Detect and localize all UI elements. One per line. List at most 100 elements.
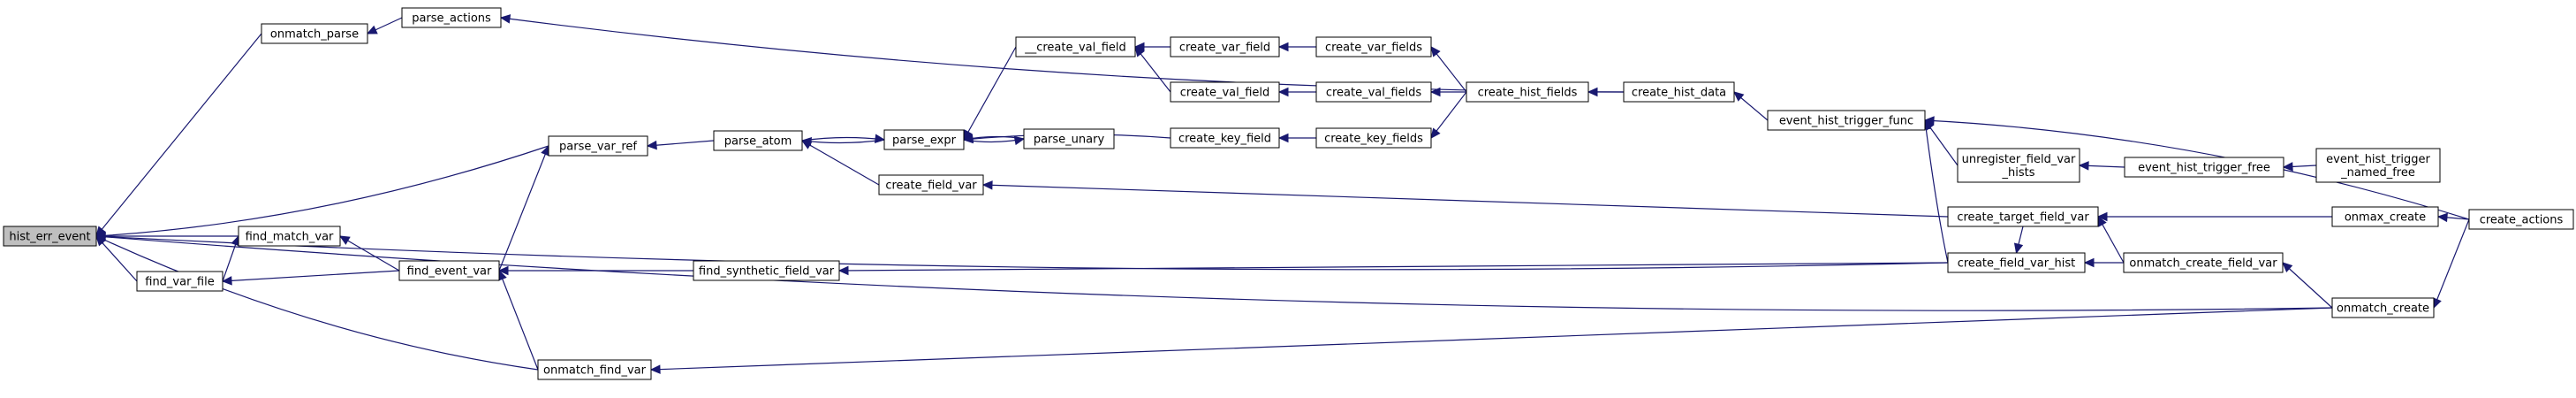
node-parse-var-ref[interactable]: parse_var_ref xyxy=(548,135,648,157)
node-label: parse_var_ref xyxy=(559,141,637,154)
node-label: find_match_var xyxy=(246,231,334,244)
node-event-hist-trigger-func[interactable]: event_hist_trigger_func xyxy=(1767,110,1926,131)
node-box xyxy=(1466,81,1589,103)
node-box xyxy=(693,260,840,281)
arrowhead xyxy=(2282,162,2293,172)
node-label: event_hist_trigger_free xyxy=(2138,162,2270,175)
arrowhead xyxy=(649,364,661,374)
arrowhead xyxy=(874,134,886,144)
node-parse-expr[interactable]: parse_expr xyxy=(883,129,965,150)
node-event-hist-trigger-free[interactable]: event_hist_trigger_free xyxy=(2124,157,2284,178)
arrowhead xyxy=(2096,211,2108,222)
node-box xyxy=(548,135,648,157)
edge-create_field_var_hist-to-event_hist_trigger_func xyxy=(1924,119,1949,264)
arrowhead xyxy=(2433,297,2442,310)
node-label: create_field_var_hist xyxy=(1958,257,2076,271)
edge-onmatch_find_var-to-find_event_var xyxy=(498,270,539,371)
node-onmatch-create[interactable]: onmatch_create xyxy=(2331,297,2435,318)
node-box xyxy=(261,23,368,44)
node-create-hist-fields[interactable]: create_hist_fields xyxy=(1466,81,1589,103)
arrowhead xyxy=(221,276,232,286)
node-create-key-field[interactable]: create_key_field xyxy=(1170,127,1280,149)
arrowhead xyxy=(499,14,511,24)
node-label: create_actions xyxy=(2480,214,2564,227)
arrowhead xyxy=(962,134,974,144)
node-label: onmatch_parse xyxy=(270,28,359,42)
node-label: create_val_fields xyxy=(1326,87,1422,100)
node-box xyxy=(398,260,500,281)
node-create-field-var-hist[interactable]: create_field_var_hist xyxy=(1947,252,2086,273)
node-label: onmatch_create xyxy=(2337,302,2429,316)
node-box xyxy=(883,129,965,150)
node-label: parse_atom xyxy=(724,135,792,149)
arrowhead xyxy=(1587,87,1598,97)
node-find-match-var[interactable]: find_match_var xyxy=(238,226,341,247)
arrowhead xyxy=(2083,257,2095,268)
arrowhead xyxy=(2078,161,2089,171)
node-label: create_key_field xyxy=(1178,133,1271,146)
node-onmatch-parse[interactable]: onmatch_parse xyxy=(261,23,368,44)
edge-parse_expr-to-parse_atom xyxy=(801,139,885,144)
node-label: create_key_fields xyxy=(1324,133,1423,146)
node-box xyxy=(878,174,984,195)
edge-create_target_field_var-to-create_field_var xyxy=(982,184,1949,218)
arrowhead xyxy=(1134,46,1145,57)
edge-create_actions-to-onmatch_create xyxy=(2433,218,2470,309)
node-label: create_hist_data xyxy=(1632,87,1726,100)
node-onmatch-create-field-var[interactable]: onmatch_create_field_var xyxy=(2123,252,2284,273)
node-create-field-var[interactable]: create_field_var xyxy=(878,174,984,195)
node-create-val-fields[interactable]: create_val_fields xyxy=(1315,81,1432,103)
node-unregister-field-var-hists[interactable]: unregister_field_var_hists xyxy=(1957,148,2080,183)
arrowhead xyxy=(800,140,813,149)
edge-find_event_var-to-parse_var_ref xyxy=(498,145,549,272)
node-label: find_synthetic_field_var xyxy=(699,265,835,279)
node-event-hist-trigger-named-free[interactable]: event_hist_trigger_named_free xyxy=(2315,148,2441,183)
node-label: parse_unary xyxy=(1034,134,1105,147)
nodes-layer: hist_err_event onmatch_parse parse_actions… xyxy=(3,7,2574,380)
arrowhead xyxy=(1429,87,1441,97)
node-parse-atom[interactable]: parse_atom xyxy=(713,130,803,151)
edge-create_field_var-to-parse_atom xyxy=(801,140,880,186)
node-find-synthetic-field-var[interactable]: find_synthetic_field_var xyxy=(693,260,840,281)
node-label: event_hist_trigger xyxy=(2326,153,2430,166)
node-create-var-field[interactable]: create_var_field xyxy=(1170,36,1280,57)
node-box xyxy=(238,226,341,247)
node-box xyxy=(401,7,502,28)
arrowhead xyxy=(1733,91,1745,102)
node-parse-unary[interactable]: parse_unary xyxy=(1023,128,1115,149)
node-create-actions[interactable]: create_actions xyxy=(2468,209,2574,230)
node-parse-actions[interactable]: parse_actions xyxy=(401,7,502,28)
node-label: onmatch_create_field_var xyxy=(2129,257,2277,271)
node-label: event_hist_trigger_func xyxy=(1779,115,1913,128)
node-create-key-fields[interactable]: create_key_fields xyxy=(1315,127,1432,149)
arrowhead xyxy=(2436,212,2448,223)
node---create-val-field[interactable]: __create_val_field xyxy=(1015,36,1136,57)
node-label: find_var_file xyxy=(145,276,214,289)
arrowhead xyxy=(366,25,378,34)
node-create-var-fields[interactable]: create_var_fields xyxy=(1315,36,1432,57)
arrowhead xyxy=(2013,242,2024,255)
node-box xyxy=(2331,297,2435,318)
node-onmax-create[interactable]: onmax_create xyxy=(2331,206,2439,227)
node-find-event-var[interactable]: find_event_var xyxy=(398,260,500,281)
arrowhead xyxy=(2282,262,2293,272)
edge-parse_atom-to-parse_var_ref xyxy=(647,140,715,147)
node-create-val-field[interactable]: create_val_field xyxy=(1170,81,1280,103)
node-box xyxy=(2124,157,2284,178)
node-hist-err-event[interactable]: hist_err_event xyxy=(3,226,97,247)
node-onmatch-find-var[interactable]: onmatch_find_var xyxy=(537,359,652,380)
node-find-var-file[interactable]: find_var_file xyxy=(136,271,224,292)
edge-create_actions-to-event_hist_trigger_func xyxy=(1924,119,2470,220)
edge-create_hist_data-to-parse_actions xyxy=(500,17,1625,93)
node-label: create_field_var xyxy=(885,180,977,193)
node-label: onmax_create xyxy=(2345,211,2426,225)
edge-create_field_var_hist-to-find_synthetic_field_var xyxy=(838,262,1949,272)
node-create-target-field-var[interactable]: create_target_field_var xyxy=(1947,206,2099,227)
arrowhead xyxy=(981,180,993,190)
node-box xyxy=(1947,206,2099,227)
node-create-hist-data[interactable]: create_hist_data xyxy=(1623,81,1735,103)
node-box xyxy=(1023,128,1115,149)
node-box xyxy=(1170,127,1280,149)
node-box xyxy=(1015,36,1136,57)
